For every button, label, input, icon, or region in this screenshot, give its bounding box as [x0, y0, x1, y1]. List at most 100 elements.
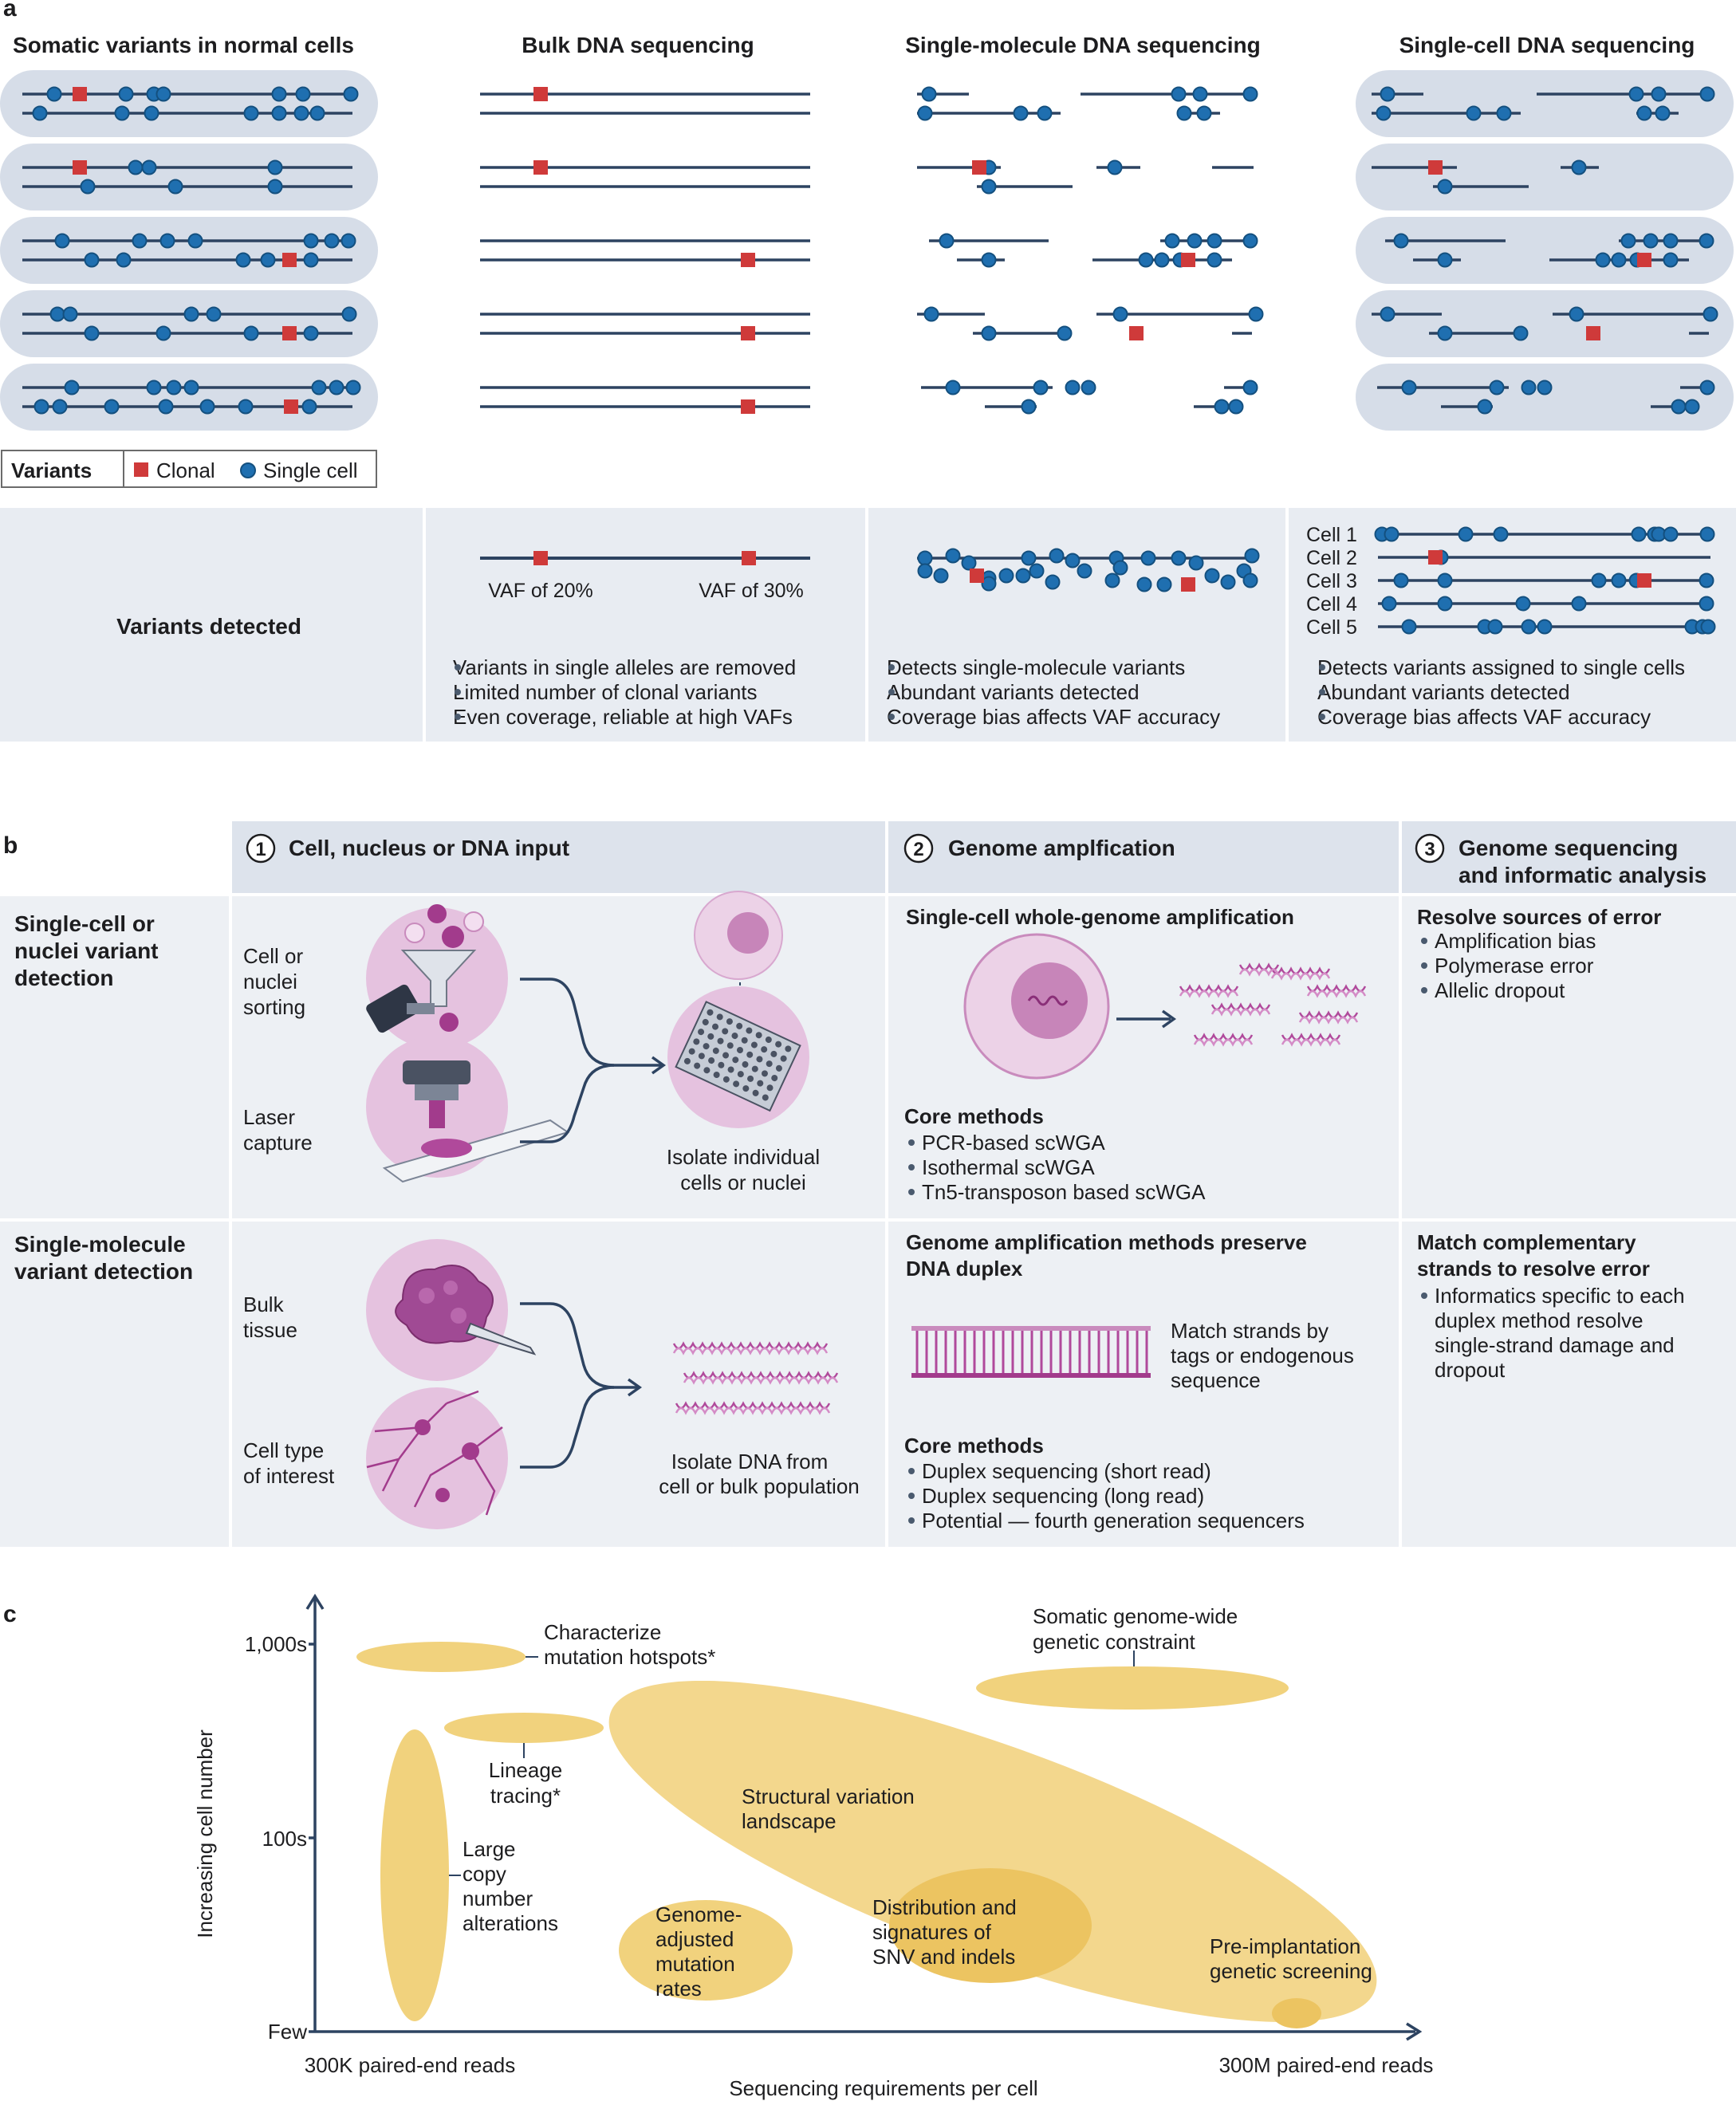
- cell-pill: [0, 70, 378, 137]
- single-cell-variant: [1699, 233, 1714, 249]
- single-cell-variant: [1521, 380, 1537, 395]
- single-cell-variant: [981, 325, 997, 341]
- cell-label-5: Cell 5: [1306, 616, 1357, 639]
- sm-detected-variant: [1220, 574, 1236, 590]
- row1-core-title: Core methods: [904, 1104, 1044, 1128]
- plate-well: [761, 1046, 768, 1053]
- label-pgs-1: Pre-implantation: [1210, 1934, 1360, 1958]
- bulk-bullet-1: Variants in single alleles are removed: [453, 655, 796, 679]
- sc-detected-variant: [1487, 619, 1503, 635]
- clonal-variant: [1428, 160, 1443, 175]
- cell-pill: [0, 290, 378, 357]
- sm-detected-variant: [1188, 555, 1204, 571]
- single-cell-variant: [1207, 233, 1222, 249]
- dna-helix-icon: [683, 1371, 839, 1385]
- plate-well: [746, 1051, 754, 1058]
- plate-well: [718, 1061, 725, 1068]
- sc-detected-variant: [1393, 572, 1409, 588]
- single-cell-variant: [343, 86, 359, 102]
- plate-well: [757, 1080, 764, 1087]
- label-snv-1: Distribution and: [872, 1895, 1017, 1919]
- single-cell-variant: [1065, 380, 1081, 395]
- ellipse-cna: [380, 1729, 449, 2021]
- sm-bullet-2: Abundant variants detected: [887, 680, 1140, 704]
- single-cell-variant: [311, 380, 327, 395]
- single-cell-variant: [1620, 233, 1636, 249]
- plate-well: [775, 1041, 782, 1048]
- single-cell-variant: [33, 399, 49, 415]
- row-single-cell-bg: [0, 896, 1736, 1218]
- cell-type-label-2: of interest: [243, 1464, 335, 1488]
- single-cell-variant: [1437, 325, 1453, 341]
- label-cna-3: number: [463, 1887, 533, 1910]
- row1-title-2: nuclei variant: [14, 938, 159, 963]
- sm-detected-variant: [1140, 550, 1156, 566]
- clonal-variant: [533, 87, 548, 101]
- single-cell-variant: [1242, 233, 1258, 249]
- single-cell-variant: [158, 399, 174, 415]
- single-cell-variant: [1628, 86, 1644, 102]
- clonal-variant: [1181, 253, 1195, 267]
- single-cell-variant: [144, 105, 159, 121]
- plate-well: [688, 1048, 695, 1055]
- sc-bullet-1: Detects variants assigned to single cell…: [1317, 655, 1685, 679]
- single-molecule-reads-3: [929, 233, 1258, 268]
- plate-well: [732, 1056, 739, 1064]
- header-bulk: Bulk DNA sequencing: [522, 33, 754, 57]
- sm-detected-variant: [1049, 548, 1065, 564]
- single-cell-variant: [1569, 306, 1584, 322]
- isolate-dna-label-1: Isolate DNA from: [671, 1450, 829, 1473]
- plate-well: [694, 1062, 701, 1069]
- single-cell-variant: [141, 159, 157, 175]
- plate-well: [707, 1009, 714, 1016]
- single-cell-variant: [54, 233, 70, 249]
- plate-well: [761, 1070, 768, 1077]
- single-cell-variant: [1207, 252, 1222, 268]
- single-cell-variant: [1643, 233, 1659, 249]
- panel-b-bullet-dots: [908, 938, 1427, 1524]
- row2-resolve-3: single-strand damage and: [1435, 1333, 1675, 1357]
- plate-well: [752, 1089, 759, 1096]
- sm-detected-variant: [1136, 576, 1152, 592]
- label-cna-1: Large: [463, 1837, 516, 1861]
- cell-pill: [1356, 217, 1734, 284]
- row2-title-1: Single-molecule: [14, 1232, 186, 1257]
- plate-well: [780, 1055, 787, 1062]
- plate-well: [703, 1043, 710, 1050]
- sm-detected-variant: [1077, 563, 1092, 579]
- sc-detected-variant: [1699, 526, 1715, 542]
- xtick-high: 300M paired-end reads: [1219, 2053, 1434, 2077]
- single-cell-variant: [235, 252, 251, 268]
- col3-title-1: Genome sequencing: [1458, 836, 1678, 860]
- single-molecule-detected-variants: [917, 548, 1260, 592]
- label-sv-2: landscape: [742, 1809, 837, 1833]
- bulk-tissue-label-1: Bulk: [243, 1292, 285, 1316]
- single-cell-variant: [183, 380, 199, 395]
- single-cell-variant: [155, 325, 171, 341]
- single-cell-variant: [1655, 105, 1671, 121]
- single-cell-variant: [1571, 159, 1587, 175]
- label-cna-2: copy: [463, 1862, 506, 1886]
- single-cell-variant: [1537, 380, 1553, 395]
- single-cell-variant: [271, 86, 287, 102]
- bulk-tissue-label: Bulk tissue: [243, 1292, 297, 1342]
- single-cell-variant: [1611, 252, 1627, 268]
- ellipse-constraint: [976, 1666, 1289, 1710]
- label-constraint-2: genetic constraint: [1033, 1630, 1196, 1654]
- isolated-cell-illustration: [667, 891, 809, 1128]
- bulk-tissue-label-2: tissue: [243, 1318, 297, 1342]
- single-cell-variant: [1242, 86, 1258, 102]
- plate-well: [750, 1041, 758, 1049]
- step-3-number: 3: [1424, 839, 1435, 860]
- dna-helix-icon: [672, 1341, 829, 1355]
- row2-resolve-title-1: Match complementary: [1417, 1230, 1636, 1254]
- single-cell-variant: [46, 86, 62, 102]
- row1-title-1: Single-cell or: [14, 911, 155, 936]
- row2-resolve-list: Informatics specific to each duplex meth…: [1435, 1284, 1685, 1382]
- label-cna-4: alterations: [463, 1911, 558, 1935]
- sm-bullet-3: Coverage bias affects VAF accuracy: [887, 705, 1220, 729]
- plate-well: [785, 1045, 792, 1052]
- label-gamr-1: Genome-: [655, 1902, 742, 1926]
